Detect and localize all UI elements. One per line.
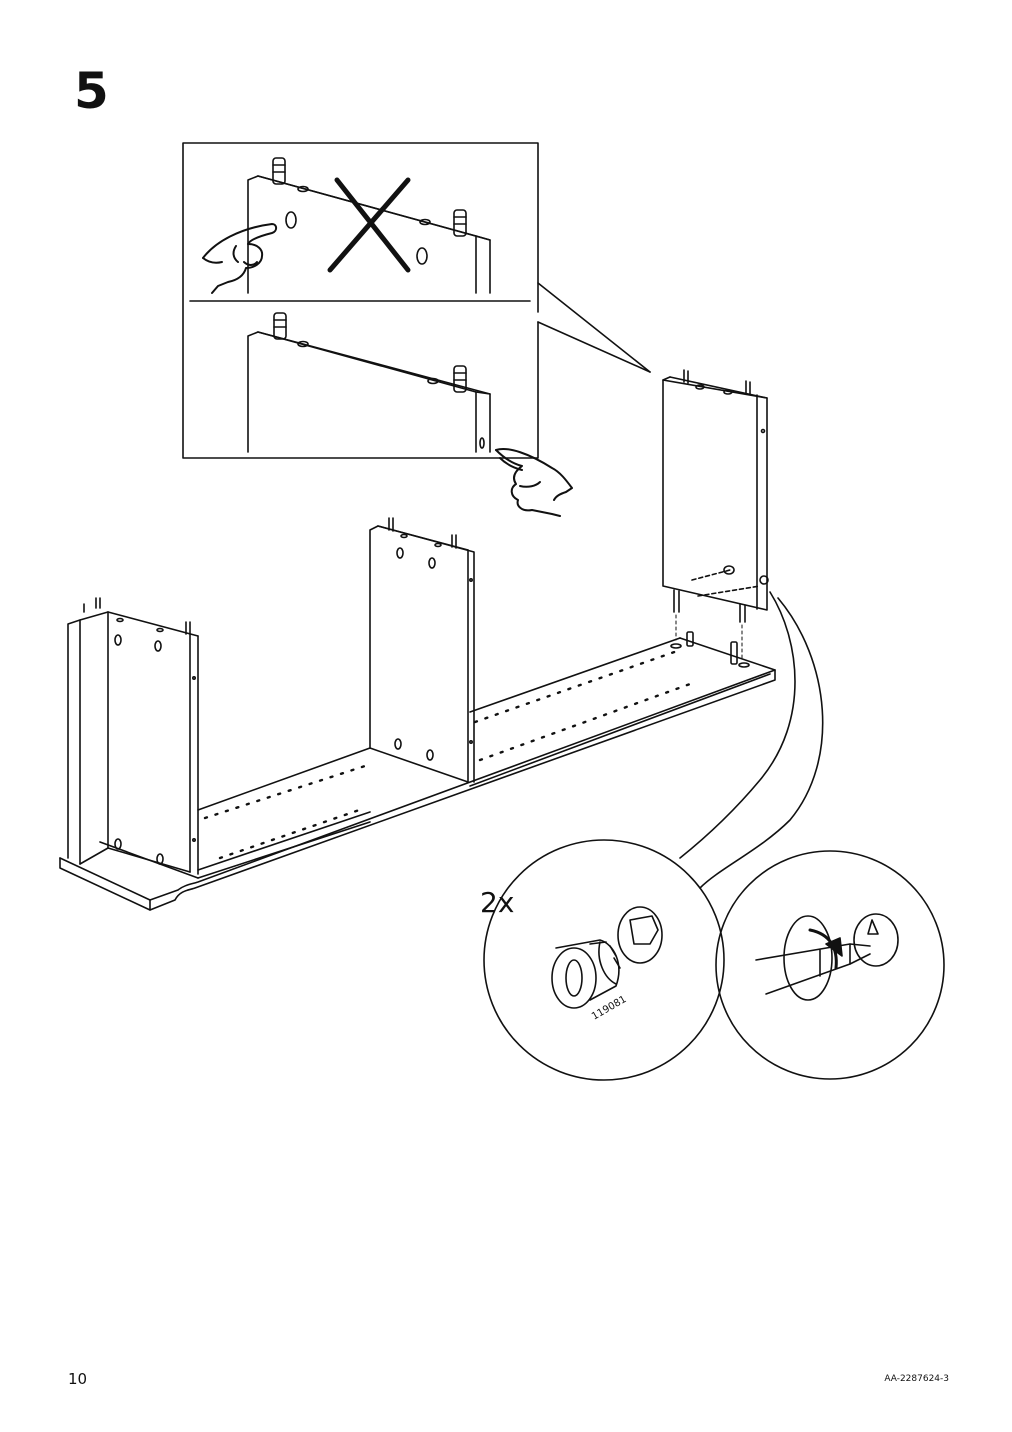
cam-lock-icon xyxy=(551,906,663,1009)
pointing-hand-icon xyxy=(202,223,278,294)
quantity-label: 2x xyxy=(480,886,514,919)
document-code: AA-2287624-3 xyxy=(884,1374,949,1384)
part-number-label: 119081 xyxy=(590,994,629,1023)
inset-panel-correct xyxy=(247,312,491,453)
wrong-cross-icon xyxy=(327,177,411,273)
base-plinth xyxy=(59,631,776,911)
inset-panel-wrong xyxy=(247,157,491,294)
screwdriver-rotation xyxy=(755,913,899,1001)
rotate-arrow-icon xyxy=(808,928,843,970)
left-side-panel xyxy=(67,597,199,875)
pointing-hand-icon xyxy=(495,448,573,517)
middle-panel xyxy=(369,517,475,783)
detail-callout xyxy=(483,591,945,1081)
inset-detail-box xyxy=(182,142,651,459)
page-number: 10 xyxy=(68,1370,88,1388)
side-panel-inserted xyxy=(662,369,769,661)
step-number: 5 xyxy=(74,62,109,120)
